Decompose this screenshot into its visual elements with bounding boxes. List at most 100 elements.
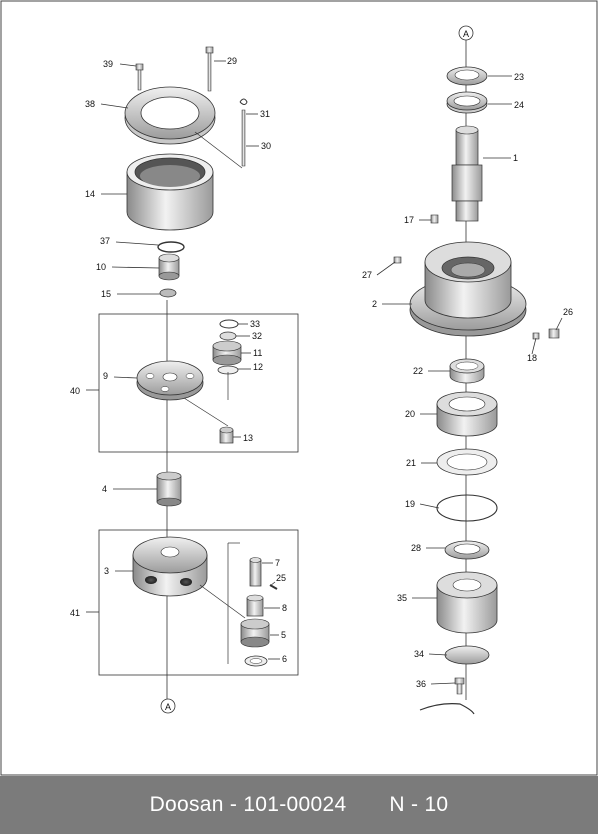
exploded-parts-diagram: 3929383130143710153332119124013437254185… bbox=[0, 0, 598, 776]
callout-label-24: 24 bbox=[514, 100, 524, 110]
callout-label-32: 32 bbox=[252, 331, 262, 341]
callout-label-23: 23 bbox=[514, 72, 524, 82]
callout-leader bbox=[119, 63, 137, 67]
part-32-washer bbox=[219, 331, 237, 341]
footer-separator: - bbox=[223, 793, 244, 816]
footer-bar: Doosan - 101-00024 N - 10 bbox=[0, 776, 598, 834]
callout-leader bbox=[531, 337, 537, 355]
part-34-bolt bbox=[454, 677, 465, 695]
callout-leader bbox=[430, 682, 456, 685]
callout-label-10: 10 bbox=[96, 262, 106, 272]
callout-label-18: 18 bbox=[527, 353, 537, 363]
part-24-bearing bbox=[446, 91, 488, 114]
callout-label-41: 41 bbox=[70, 608, 80, 618]
part-17-plug bbox=[430, 214, 439, 224]
callout-label-7: 7 bbox=[275, 558, 280, 568]
callout-label-4: 4 bbox=[102, 484, 107, 494]
callout-label-2: 2 bbox=[372, 299, 377, 309]
part-14-ring-gear bbox=[126, 153, 214, 231]
part-6-washer bbox=[244, 655, 268, 667]
callout-label-3: 3 bbox=[104, 566, 109, 576]
part-22-bearing bbox=[436, 391, 498, 437]
part-31-plug bbox=[239, 98, 248, 105]
part-20-plate bbox=[436, 448, 498, 476]
part-29-bolt bbox=[205, 46, 214, 92]
callout-label-9: 9 bbox=[103, 371, 108, 381]
callout-leader bbox=[111, 266, 160, 269]
callout-label-31: 31 bbox=[260, 109, 270, 119]
callout-label-11: 11 bbox=[253, 348, 262, 358]
callout-leader bbox=[113, 376, 138, 379]
part-5-planet-gear bbox=[240, 618, 270, 648]
callout-label-19: 19 bbox=[405, 499, 415, 509]
footer-page: N - 10 bbox=[389, 793, 449, 816]
callout-label-30: 30 bbox=[261, 141, 271, 151]
part-30-gauge bbox=[241, 109, 246, 167]
callout-label-14: 14 bbox=[85, 189, 95, 199]
part-2-housing bbox=[409, 241, 527, 337]
callout-leader bbox=[269, 581, 276, 587]
callout-label-25: 25 bbox=[276, 573, 286, 583]
part-19-seal bbox=[444, 540, 490, 560]
callout-leader bbox=[376, 261, 396, 276]
callout-label-a: A bbox=[463, 29, 469, 39]
part-18-bushing bbox=[449, 358, 485, 384]
part-9-carrier-plate bbox=[136, 360, 204, 401]
callout-label-33: 33 bbox=[250, 319, 260, 329]
callout-label-15: 15 bbox=[101, 289, 111, 299]
part-38-cover-ring bbox=[124, 86, 216, 145]
group-40-box bbox=[98, 313, 299, 453]
callout-leader bbox=[428, 653, 448, 656]
callout-label-36: 36 bbox=[416, 679, 426, 689]
callout-label-6: 6 bbox=[282, 654, 287, 664]
part-23-oil-seal bbox=[446, 66, 488, 86]
callout-label-40: 40 bbox=[70, 386, 80, 396]
part-25-spring-pin bbox=[269, 584, 278, 590]
part-37-snap-ring bbox=[157, 241, 185, 253]
part-35-plate bbox=[444, 645, 490, 665]
callout-label-39: 39 bbox=[103, 59, 113, 69]
part-3-carrier bbox=[132, 536, 208, 597]
part-33-snap-ring bbox=[219, 319, 239, 329]
callout-leader bbox=[100, 103, 129, 109]
footer-gap bbox=[346, 793, 389, 817]
callout-label-5: 5 bbox=[281, 630, 286, 640]
callout-label-37: 37 bbox=[100, 236, 110, 246]
part-13-pin bbox=[219, 426, 234, 444]
callout-label-35: 35 bbox=[397, 593, 407, 603]
part-8-bushing bbox=[246, 594, 264, 617]
part-11-planet-gear bbox=[212, 340, 242, 366]
callout-label-20: 20 bbox=[405, 409, 415, 419]
callout-leader bbox=[555, 317, 563, 331]
callout-label-17: 17 bbox=[404, 215, 414, 225]
callout-label-27: 27 bbox=[362, 270, 372, 280]
part-4-sun-gear bbox=[156, 471, 182, 507]
part-15-thrust-plate bbox=[159, 288, 177, 298]
callout-leader bbox=[115, 241, 159, 246]
callout-label-34: 34 bbox=[414, 649, 424, 659]
part-10-sun-gear bbox=[158, 253, 180, 281]
callout-label-38: 38 bbox=[85, 99, 95, 109]
part-36-lock-wire bbox=[419, 703, 475, 715]
callout-label-28: 28 bbox=[411, 543, 421, 553]
part-1-pinion-shaft bbox=[451, 125, 483, 222]
callout-label-13: 13 bbox=[243, 433, 253, 443]
callout-label-22: 22 bbox=[413, 366, 423, 376]
callout-label-1: 1 bbox=[513, 153, 518, 163]
connector-a-bottom bbox=[160, 698, 176, 714]
part-7-pin bbox=[249, 557, 262, 587]
callout-label-29: 29 bbox=[227, 56, 237, 66]
group-41-box bbox=[98, 529, 299, 676]
connector-label-a-bottom: A bbox=[165, 702, 171, 712]
part-21-o-ring bbox=[436, 494, 498, 522]
part-26-fitting bbox=[548, 328, 560, 339]
part-28-pinion bbox=[436, 571, 498, 634]
callout-label-12: 12 bbox=[253, 362, 263, 372]
part-39-bolt bbox=[135, 63, 144, 91]
footer-part-number: 101-00024 bbox=[243, 793, 347, 816]
connector-a-top bbox=[458, 25, 474, 41]
callout-label-21: 21 bbox=[406, 458, 416, 468]
callout-label-26: 26 bbox=[563, 307, 573, 317]
callout-leader bbox=[419, 503, 440, 509]
footer-brand: Doosan bbox=[149, 793, 224, 816]
